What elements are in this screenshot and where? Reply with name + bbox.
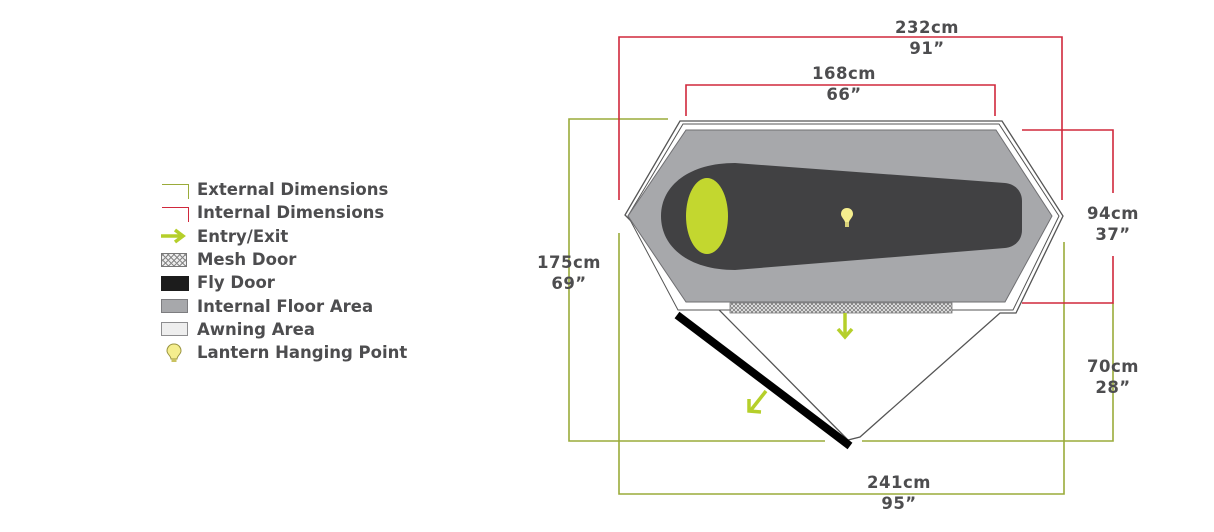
lantern-hanging-point-icon xyxy=(841,208,853,227)
legend-item-internal-dimensions: Internal Dimensions xyxy=(160,201,407,224)
external-dimension-swatch xyxy=(160,182,190,199)
entry-exit-arrow-icon xyxy=(836,313,854,340)
dimension-in: 95” xyxy=(881,494,917,513)
dimension-cm: 241cm xyxy=(867,473,931,492)
legend-label: Entry/Exit xyxy=(197,226,289,246)
legend-label: Internal Dimensions xyxy=(197,203,385,223)
dimension-cm: 168cm xyxy=(812,64,876,83)
mesh-door xyxy=(729,302,953,314)
legend: External Dimensions Internal Dimensions … xyxy=(160,178,407,364)
dimension-in: 69” xyxy=(551,274,587,293)
legend-item-lantern-hanging-point: Lantern Hanging Point xyxy=(160,341,407,364)
awning-depth-label: 70cm 28” xyxy=(1068,356,1158,398)
dimension-cm: 232cm xyxy=(895,18,959,37)
floor-swatch xyxy=(160,298,190,314)
external-width-label: 175cm 69” xyxy=(524,252,614,294)
legend-label: Mesh Door xyxy=(197,250,297,270)
dimension-in: 91” xyxy=(909,39,945,58)
sleeping-bag-head xyxy=(686,178,728,254)
dimension-in: 28” xyxy=(1095,378,1131,397)
legend-item-awning-area: Awning Area xyxy=(160,318,407,341)
dimension-in: 37” xyxy=(1095,225,1131,244)
awning-swatch xyxy=(160,321,190,337)
dimension-cm: 70cm xyxy=(1087,357,1139,376)
fly-door-swatch xyxy=(160,275,190,291)
dimension-cm: 94cm xyxy=(1087,204,1139,223)
legend-item-entry-exit: Entry/Exit xyxy=(160,225,407,248)
mesh-swatch xyxy=(160,252,190,268)
legend-label: External Dimensions xyxy=(197,180,389,200)
arrow-icon xyxy=(160,228,190,244)
legend-item-internal-floor-area: Internal Floor Area xyxy=(160,294,407,317)
fly-door xyxy=(674,311,853,450)
legend-item-external-dimensions: External Dimensions xyxy=(160,178,407,201)
legend-item-mesh-door: Mesh Door xyxy=(160,248,407,271)
sleeping-bag xyxy=(661,163,1022,270)
external-total-length-label: 241cm 95” xyxy=(844,472,954,514)
internal-dimension-swatch xyxy=(160,205,190,222)
internal-width-label: 94cm 37” xyxy=(1068,203,1158,245)
legend-label: Internal Floor Area xyxy=(197,296,374,316)
entry-exit-arrow-icon xyxy=(747,389,768,414)
dimension-in: 66” xyxy=(826,85,862,104)
lightbulb-icon xyxy=(160,343,190,362)
internal-dimension-lines xyxy=(618,36,1114,304)
legend-label: Lantern Hanging Point xyxy=(197,343,408,363)
external-length-label: 232cm 91” xyxy=(872,17,982,59)
internal-length-label: 168cm 66” xyxy=(789,63,899,105)
legend-item-fly-door: Fly Door xyxy=(160,271,407,294)
dimension-cm: 175cm xyxy=(537,253,601,272)
legend-label: Fly Door xyxy=(197,273,275,293)
legend-label: Awning Area xyxy=(197,319,315,339)
